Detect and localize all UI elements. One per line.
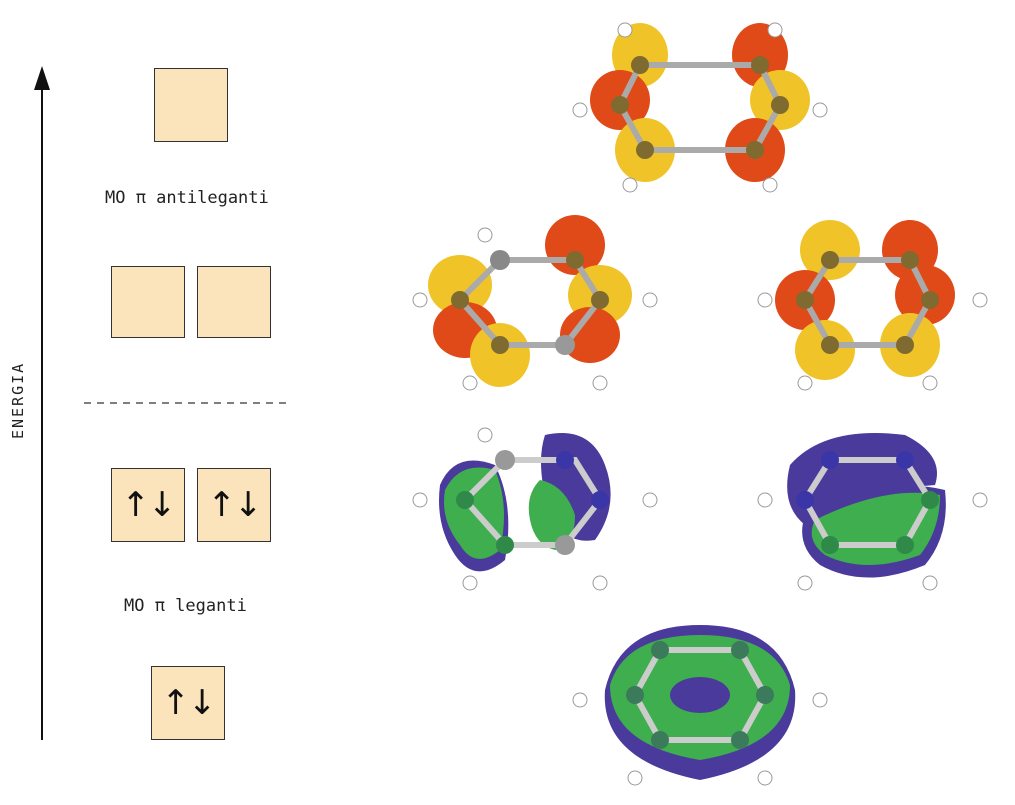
electron-arrows: ↑↓ [207, 485, 263, 525]
bonding-label: MO π leganti [124, 596, 247, 616]
mo-box-antibonding-upper [154, 68, 228, 142]
orbital-antibonding-upper [572, 22, 828, 193]
mo-box-bonding-right: ↑↓ [197, 468, 271, 542]
electron-arrows: ↑↓ [121, 485, 177, 525]
orbital-antibonding-left [412, 215, 658, 391]
energy-axis-label: ENERGIA [9, 361, 27, 439]
orbital-bonding-left [412, 427, 658, 591]
mo-box-antibonding-right [197, 266, 271, 338]
orbital-bonding-lowest [572, 625, 828, 786]
electron-arrows [155, 69, 227, 141]
energy-axis [34, 66, 50, 740]
mo-box-bonding-left: ↑↓ [111, 468, 185, 542]
axis-arrow-icon [34, 66, 50, 90]
electron-arrows: ↑↓ [161, 683, 217, 723]
orbital-antibonding-right [757, 220, 988, 391]
mo-box-bonding-lowest: ↑↓ [151, 666, 225, 740]
orbital-bonding-right [757, 433, 988, 591]
electron-arrows [112, 267, 184, 337]
electron-arrows [198, 267, 270, 337]
homo-lumo-divider [84, 402, 290, 404]
mo-box-antibonding-left [111, 266, 185, 338]
antibonding-label: MO π antileganti [105, 188, 269, 208]
